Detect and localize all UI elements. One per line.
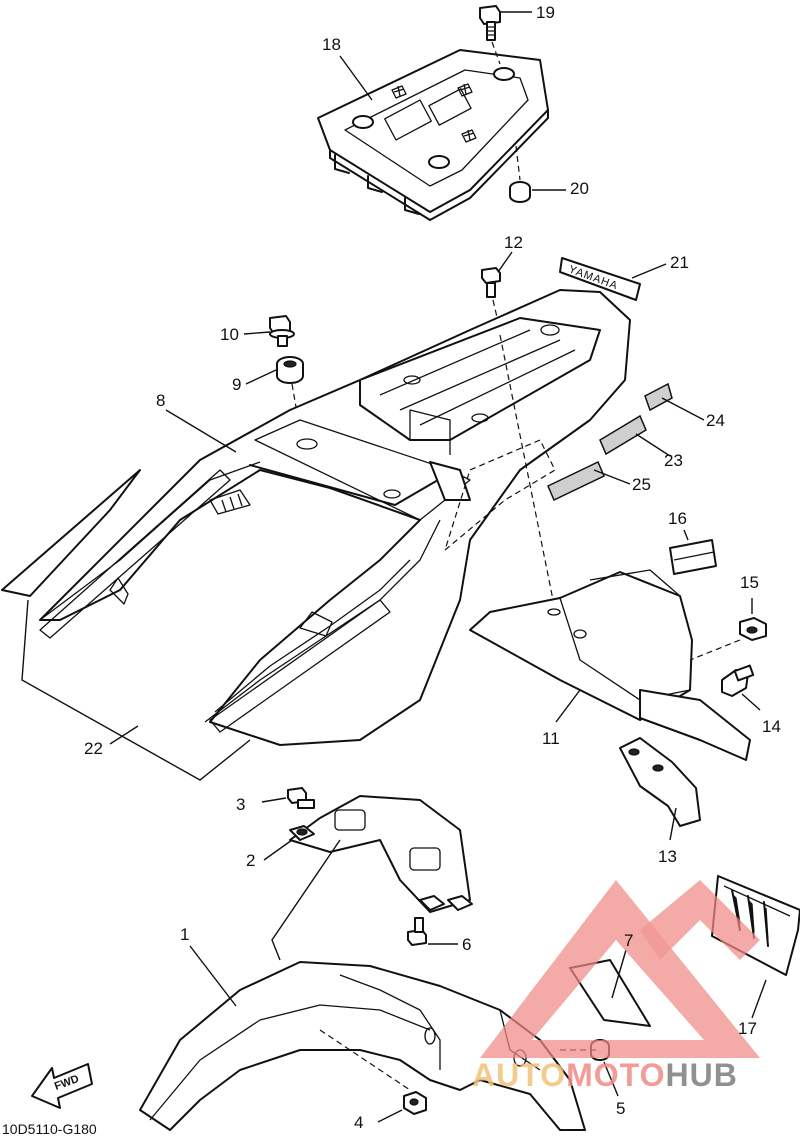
watermark-part1: AUTO <box>472 1057 566 1093</box>
part-22-side-graphic <box>1 469 391 781</box>
part-2-bracket <box>263 795 473 961</box>
part-11-rear-flap <box>469 569 751 761</box>
callout-1: 1 <box>180 925 189 944</box>
callout-24: 24 <box>706 411 725 430</box>
part-1-front-fender <box>139 945 586 1131</box>
callout-9: 9 <box>232 375 241 394</box>
callout-6: 6 <box>462 935 471 954</box>
part-4-nut <box>377 1091 427 1123</box>
callout-17: 17 <box>738 1019 757 1038</box>
callout-20: 20 <box>570 179 589 198</box>
callout-16: 16 <box>668 509 687 528</box>
callout-8: 8 <box>156 391 165 410</box>
callout-labels: 19 18 20 12 21 10 9 8 24 23 25 16 15 14 … <box>84 3 781 1132</box>
callout-7: 7 <box>624 931 633 950</box>
callout-21: 21 <box>670 253 689 272</box>
callout-12: 12 <box>504 233 523 252</box>
callout-4: 4 <box>354 1113 363 1132</box>
watermark-part2: MOTO <box>566 1057 665 1093</box>
part-6-bolt <box>407 917 458 946</box>
part-3-bolt <box>261 787 315 809</box>
callout-10: 10 <box>220 325 239 344</box>
callout-18: 18 <box>322 35 341 54</box>
fwd-arrow-icon: FWD <box>31 1063 93 1109</box>
part-25-stripe <box>547 460 631 502</box>
watermark-part3: HUB <box>665 1057 737 1093</box>
part-10-bolt <box>269 315 295 347</box>
part-20-grommet <box>509 145 531 203</box>
callout-2: 2 <box>246 851 255 870</box>
part-14-bolt <box>721 664 761 711</box>
part-8-rear-fender-cowl <box>39 289 631 746</box>
callout-13: 13 <box>658 847 677 866</box>
callout-14: 14 <box>762 717 781 736</box>
callout-22: 22 <box>84 739 103 758</box>
callout-11: 11 <box>542 729 560 748</box>
callout-19: 19 <box>536 3 555 22</box>
part-12-bolt <box>481 267 501 331</box>
svg-text:AUTOMOTOHUB: AUTOMOTOHUB <box>472 1057 738 1093</box>
part-18-rear-carrier <box>317 49 549 221</box>
drawing-code: 10D5110-G180 <box>2 1121 97 1137</box>
callout-5: 5 <box>616 1099 625 1118</box>
part-19-bolt <box>479 5 501 65</box>
callout-25: 25 <box>632 475 651 494</box>
part-17-mud-flap <box>711 875 800 1019</box>
part-15-nut <box>689 598 767 661</box>
part-13-bracket <box>619 737 701 841</box>
part-23-stripe <box>599 414 671 457</box>
callout-3: 3 <box>236 795 245 814</box>
part-16-reflector <box>669 529 717 575</box>
part-24-stripe <box>644 382 705 421</box>
callout-15: 15 <box>740 573 759 592</box>
callout-23: 23 <box>664 451 683 470</box>
watermark-logo: AUTOMOTOHUB <box>472 880 760 1093</box>
